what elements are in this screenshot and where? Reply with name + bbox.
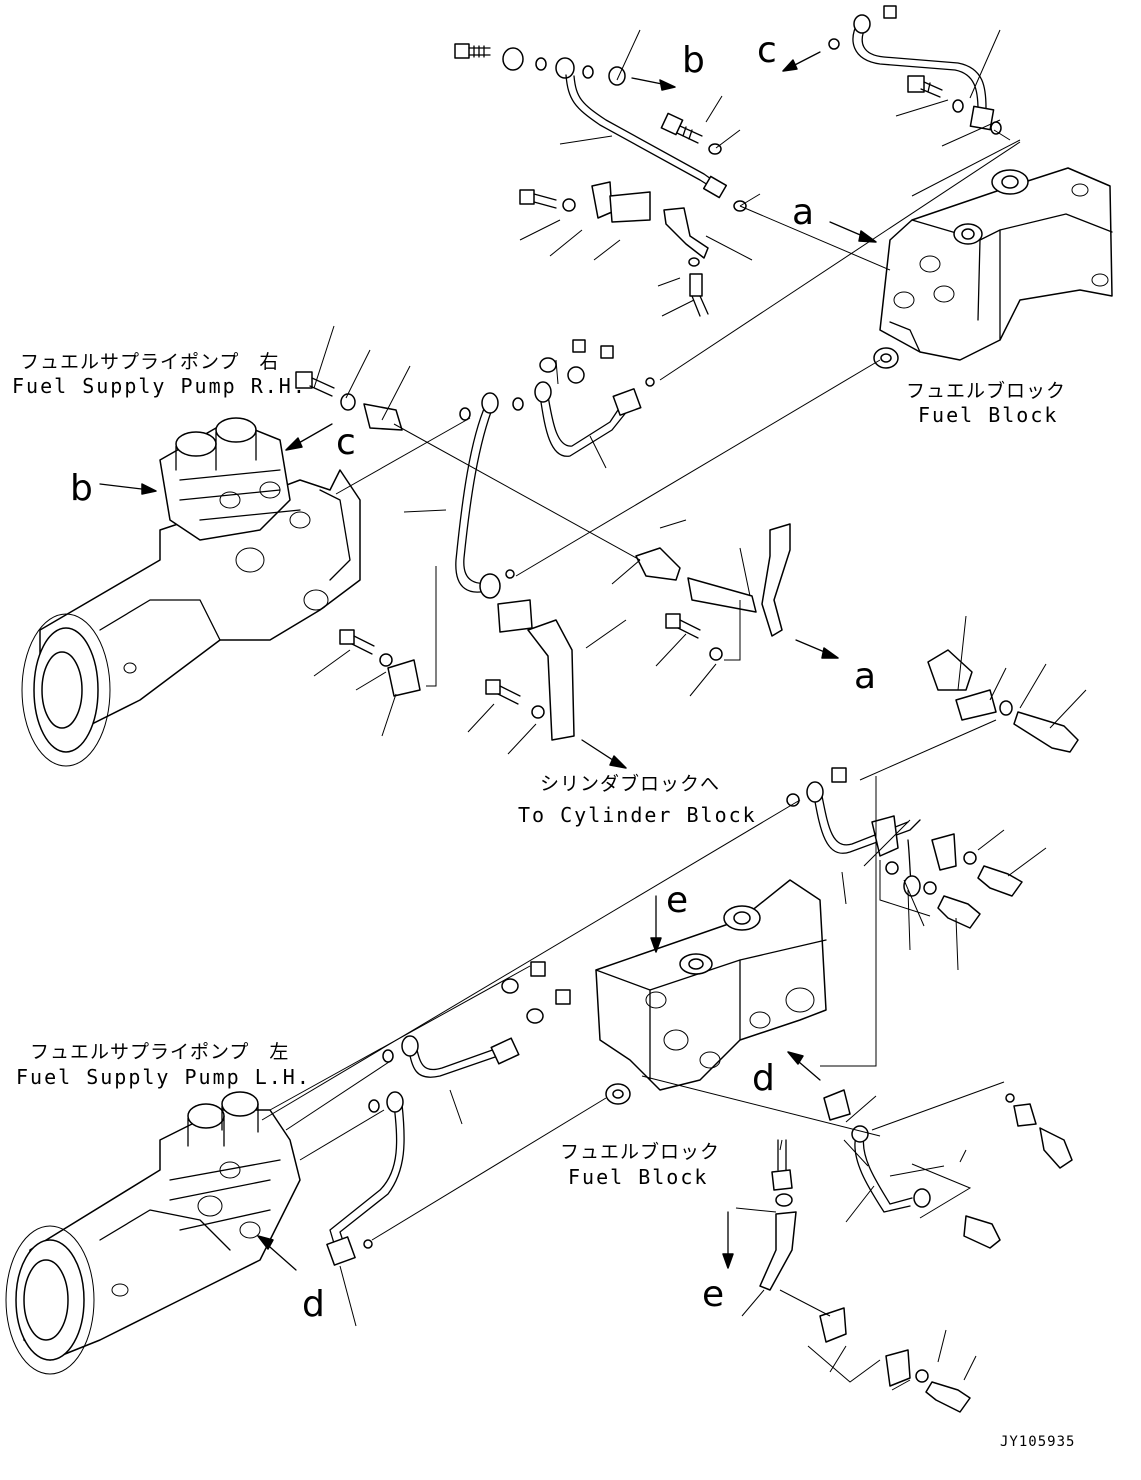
fuel-tube-top-left [565,74,717,191]
fuel-block-top-en: Fuel Block [918,403,1058,427]
fuel-block-top-jp: フュエルブロック [906,379,1066,402]
fuel-tube-right-mid [813,795,921,854]
ref-a-top: a [792,192,814,233]
connection-lines [261,141,1021,1317]
fuel-tube-bottom-right [854,1135,911,1213]
clamp-top [519,181,709,317]
ref-c-pump: c [336,422,356,463]
plug [823,1089,851,1121]
fuel-tube-center-long [455,403,491,593]
pump-lh-en: Fuel Supply Pump L.H. [16,1065,311,1089]
fuel-block-bottom-en: Fuel Block [568,1165,708,1189]
fuel-supply-pump-rh [21,417,361,767]
leader-lines [313,29,1087,1391]
fuel-supply-pump-lh [5,1091,301,1375]
ref-b-top: b [682,40,705,81]
ref-d-block: d [752,1058,775,1099]
cylinder-jp: シリンダブロックへ [540,772,720,795]
fuel-block-bottom-jp: フュエルブロック [560,1140,720,1163]
ref-a-mid: a [854,656,876,697]
ref-d-pump: d [302,1284,325,1325]
drawing-code: JY105935 [1000,1434,1075,1450]
ref-e-bottom: e [702,1274,724,1315]
ref-e-block: e [666,880,688,921]
bolt-b [660,112,722,155]
clamp-center [635,547,681,581]
fuel-block-bottom [595,879,827,1105]
cylinder-en: To Cylinder Block [518,803,757,827]
banjo-bolt-top [454,43,626,86]
fuel-tube-center-short [539,395,629,457]
ref-b-pump: b [70,468,93,509]
fuel-tube-bottom-lower [329,1103,398,1251]
spacer [927,649,973,691]
pump-lh-jp: フュエルサプライポンプ 左 [30,1041,289,1063]
pump-rh-en: Fuel Supply Pump R.H. [12,374,307,398]
pump-rh-jp: フュエルサプライポンプ 右 [20,351,279,373]
fuel-tube-top-right [852,21,979,123]
ref-c-top: c [757,30,777,71]
fuel-block-top [873,167,1113,369]
